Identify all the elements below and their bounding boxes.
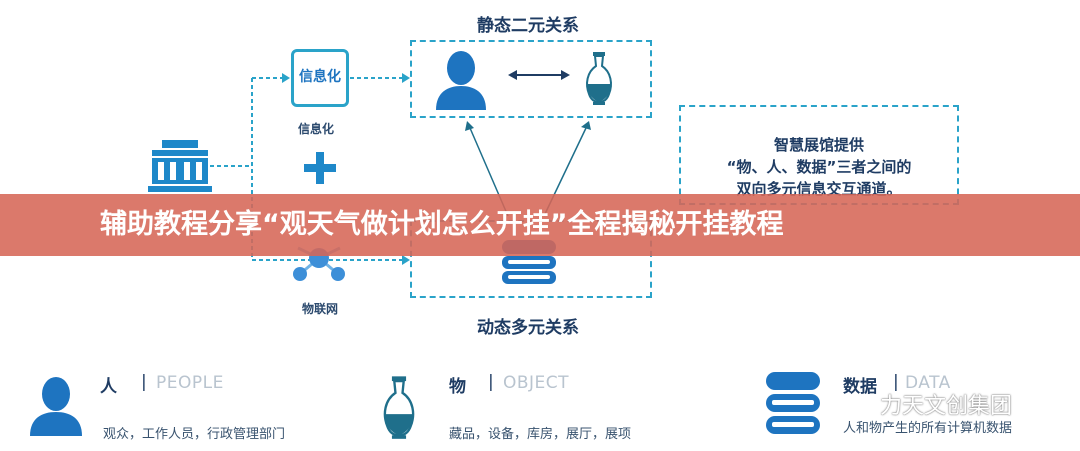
legend-data-en: DATA [905, 373, 951, 393]
plus-icon [304, 152, 336, 184]
note-line-1: 智慧展馆提供 [773, 136, 864, 154]
person-icon [436, 51, 486, 110]
iot-caption: 物联网 [302, 302, 339, 316]
vase-icon [586, 52, 612, 105]
informatization-box-label: 信息化 [299, 69, 341, 85]
static-title: 静态二元关系 [477, 16, 579, 36]
legend-data-label: 数据 [843, 377, 877, 397]
legend-object-desc: 藏品，设备，库房，展厅，展项 [449, 427, 632, 442]
legend-people-en: PEOPLE [156, 373, 224, 393]
title-banner: 辅助教程分享“观天气做计划怎么开挂”全程揭秘开挂教程 [0, 194, 1080, 256]
legend-people-label: 人 [100, 377, 117, 397]
legend-object-separator: | [488, 372, 494, 392]
watermark-logo-icon [852, 394, 878, 414]
vase-icon [383, 376, 415, 439]
museum-building-icon [148, 140, 212, 192]
informatization-caption: 信息化 [298, 122, 335, 136]
dynamic-title: 动态多元关系 [477, 318, 579, 338]
note-line-2: “物、人、数据”三者之间的 [726, 158, 912, 176]
connector-lines [210, 73, 410, 265]
static-relation-box [410, 40, 652, 118]
note-line-3: 双向多元信息交互通道。 [736, 180, 902, 198]
person-icon [30, 377, 82, 436]
database-icon [766, 372, 820, 434]
note-text: 智慧展馆提供 “物、人、数据”三者之间的 双向多元信息交互通道。 [681, 134, 957, 200]
legend-object-en: OBJECT [503, 373, 570, 393]
legend-people-separator: | [141, 372, 147, 392]
legend-data-desc: 人和物产生的所有计算机数据 [843, 421, 1013, 436]
watermark-text: 力天文创集团 [880, 394, 1013, 419]
legend-data-separator: | [893, 372, 899, 392]
legend-object-label: 物 [449, 377, 466, 397]
legend-people-desc: 观众，工作人员，行政管理部门 [103, 427, 286, 442]
bidirectional-arrow-icon [508, 70, 570, 80]
informatization-box: 信息化 [291, 49, 349, 107]
